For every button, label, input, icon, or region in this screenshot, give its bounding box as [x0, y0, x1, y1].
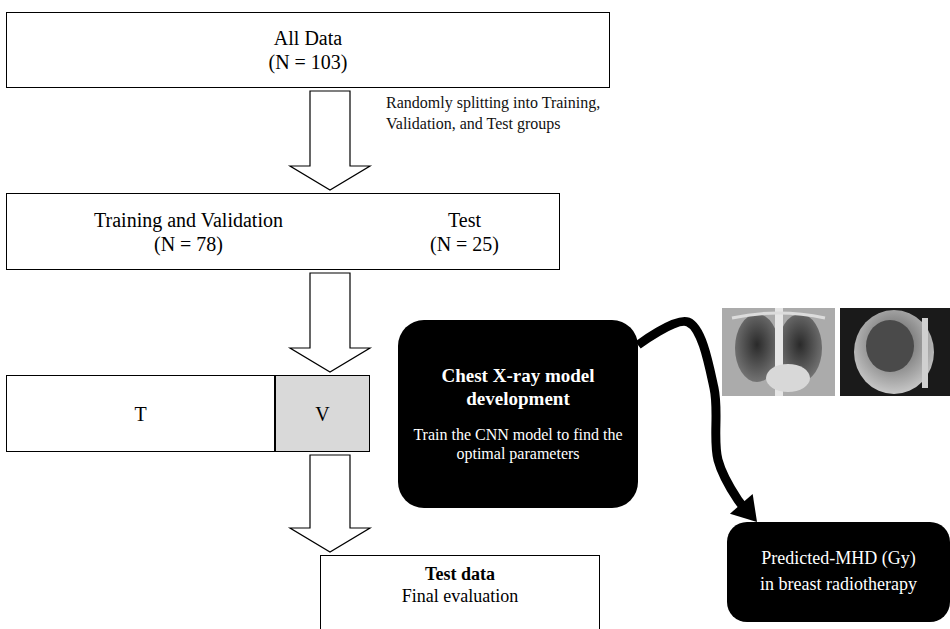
box-heading: All Data [274, 26, 342, 50]
process-box: Test(N = 25) [370, 193, 560, 270]
box-heading: Test [448, 208, 481, 232]
block-arrow-shape [290, 273, 370, 372]
box-heading: V [315, 402, 329, 426]
process-box: V [275, 375, 370, 452]
block-arrow-shape [290, 91, 370, 190]
box-heading: Predicted-MHD (Gy) [761, 548, 915, 570]
box-body: (N = 103) [268, 50, 347, 74]
block-arrow [290, 273, 370, 372]
block-arrow [290, 91, 370, 190]
process-box: All Data(N = 103) [6, 12, 610, 88]
dark-rounded-box: Chest X-ray model developmentTrain the C… [398, 320, 638, 508]
lateral-xray [840, 308, 950, 396]
box-body: (N = 78) [154, 232, 223, 256]
pa-xray [722, 308, 835, 396]
box-body: (N = 25) [430, 232, 499, 256]
arrow-head [730, 494, 757, 522]
dark-rounded-box: Predicted-MHD (Gy) in breast radiotherapy [727, 522, 950, 622]
chest-xray-images [722, 308, 950, 396]
box-body: Train the CNN model to find the optimal … [410, 425, 626, 463]
box-heading: Chest X-ray model development [410, 365, 626, 411]
arrow-label: Randomly splitting into Training, Valida… [386, 93, 636, 135]
process-box: T [6, 375, 275, 452]
box-body: Final evaluation [402, 586, 518, 608]
process-box: Training and Validation(N = 78) [6, 193, 370, 270]
box-heading: Training and Validation [94, 208, 283, 232]
box-body: in breast radiotherapy [760, 574, 917, 596]
block-arrow [290, 455, 370, 552]
block-arrow-shape [290, 455, 370, 552]
box-heading: T [134, 402, 146, 426]
process-box: Test dataFinal evaluation [320, 555, 600, 629]
box-heading: Test data [425, 564, 495, 586]
